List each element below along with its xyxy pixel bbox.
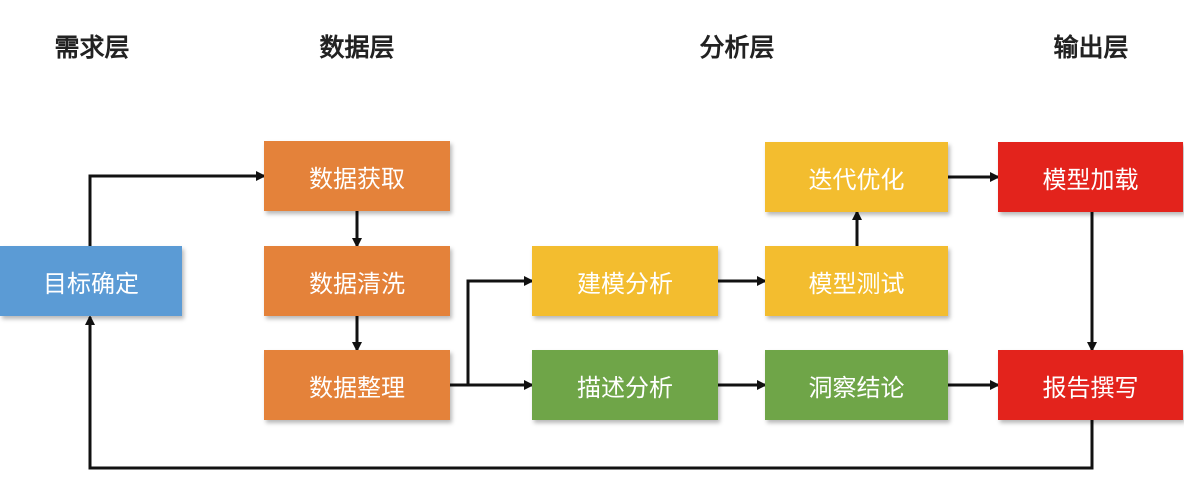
layer-title-output: 输出层 [1053, 33, 1129, 62]
arrow-report-to-goal [85, 315, 1094, 470]
node-model-load: 模型加载 [998, 142, 1183, 212]
arrow-organize-to-modeling [450, 276, 534, 387]
node-data-organize: 数据整理 [264, 350, 450, 420]
arrow-goal-to-acquire [88, 171, 266, 246]
node-data-acquire: 数据获取 [264, 141, 450, 211]
layer-title-data: 数据层 [319, 33, 395, 62]
node-model-test: 模型测试 [765, 246, 948, 316]
node-descriptive-analysis: 描述分析 [532, 350, 718, 420]
node-iterate-optimize: 迭代优化 [765, 142, 948, 212]
node-insight-conclusion: 洞察结论 [765, 350, 948, 420]
layer-title-demand: 需求层 [54, 33, 130, 62]
node-report-writing: 报告撰写 [998, 350, 1183, 420]
node-goal: 目标确定 [0, 246, 182, 316]
node-modeling-analysis: 建模分析 [532, 246, 718, 316]
layer-title-analysis: 分析层 [699, 33, 775, 62]
node-data-clean: 数据清洗 [264, 246, 450, 316]
